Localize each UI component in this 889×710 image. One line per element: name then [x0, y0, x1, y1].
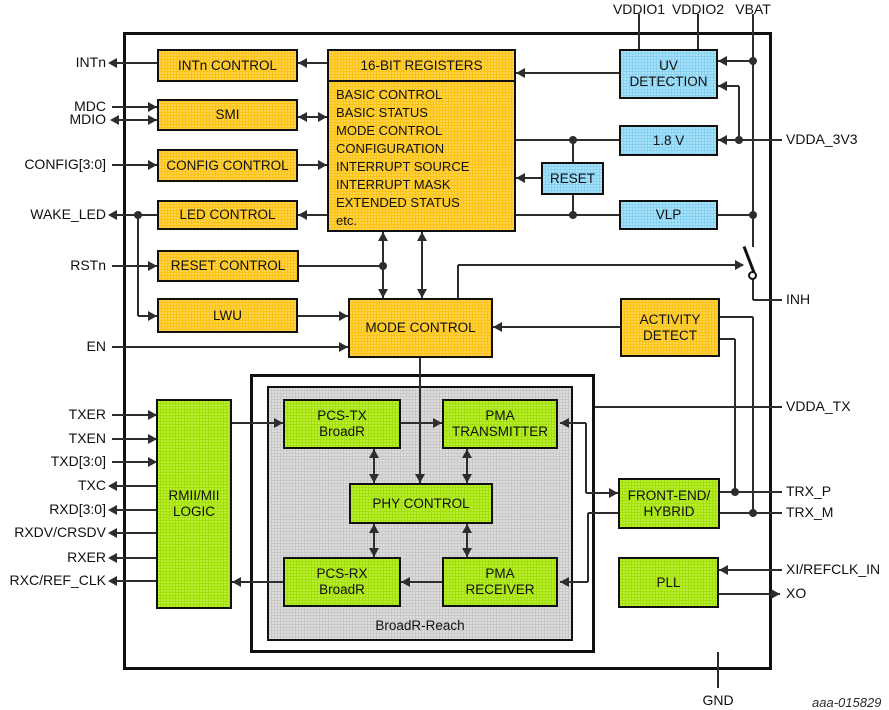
- arrowhead: [108, 481, 117, 491]
- pin-label-inh: INH: [786, 291, 811, 307]
- pin-label-vdda-3v3: VDDA_3V3: [786, 131, 858, 147]
- arrowhead: [108, 58, 117, 68]
- pin-label-mdc: MDC: [74, 98, 106, 114]
- pin-label-trx-m: TRX_M: [786, 504, 834, 520]
- pin-label-txd-3-0-: TXD[3:0]: [50, 453, 106, 469]
- pin-label-rxer: RXER: [67, 549, 106, 565]
- arrowhead: [771, 589, 780, 599]
- pin-label-xi-refclk-in: XI/REFCLK_IN: [786, 561, 881, 577]
- arrowhead: [108, 553, 117, 563]
- figure-reference-note: aaa-015829: [812, 695, 882, 710]
- pin-label-rxd-3-0-: RXD[3:0]: [49, 501, 106, 517]
- arrowhead: [108, 505, 117, 515]
- pin-label-txc: TXC: [78, 477, 106, 493]
- pin-label-en: EN: [86, 338, 106, 354]
- pin-label-rstn: RSTn: [70, 257, 106, 273]
- pin-label-txer: TXER: [68, 406, 106, 422]
- pin-label-config-3-0-: CONFIG[3:0]: [24, 156, 106, 172]
- pin-label-vdda-tx: VDDA_TX: [786, 398, 851, 414]
- pin-label-vddio1: VDDIO1: [612, 1, 666, 17]
- pin-label-intn: INTn: [75, 54, 106, 70]
- chip-boundary: [123, 32, 772, 670]
- arrowhead: [108, 210, 117, 220]
- pin-label-vddio2: VDDIO2: [671, 1, 725, 17]
- arrowhead: [108, 576, 117, 586]
- pin-label-trx-p: TRX_P: [786, 483, 832, 499]
- pin-label-rxdv-crsdv: RXDV/CRSDV: [14, 524, 106, 540]
- pin-label-mdio: MDIO: [69, 111, 106, 127]
- arrowhead: [108, 528, 117, 538]
- arrowhead: [110, 115, 119, 125]
- pin-label-xo: XO: [786, 585, 807, 601]
- pin-label-gnd: GND: [702, 692, 734, 708]
- pin-label-wake-led: WAKE_LED: [30, 206, 106, 222]
- pin-label-rxc-ref-clk: RXC/REF_CLK: [9, 572, 106, 588]
- pin-label-txen: TXEN: [68, 430, 106, 446]
- pin-label-vbat: VBAT: [735, 1, 771, 17]
